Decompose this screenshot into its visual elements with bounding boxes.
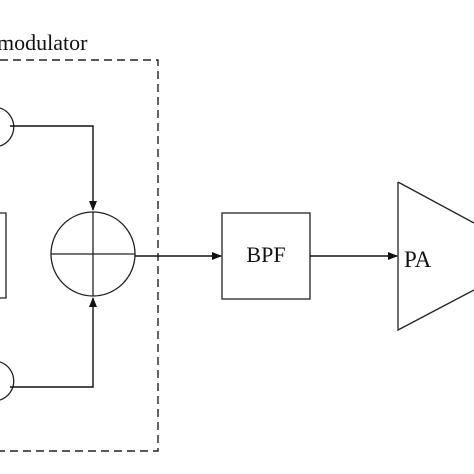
modulator-label: modulator	[0, 30, 88, 55]
pa-amplifier-triangle	[397, 181, 474, 332]
lower-mixer-partial	[0, 361, 15, 401]
pa-label: PA	[404, 247, 432, 272]
bpf-label: BPF	[246, 242, 286, 267]
left-block-partial	[0, 212, 7, 299]
upper-mixer-partial	[0, 107, 15, 147]
lower-signal-path	[10, 297, 97, 388]
modulator-dashed-boundary	[0, 59, 159, 452]
summing-junction	[50, 211, 136, 297]
upper-signal-path	[10, 125, 97, 211]
